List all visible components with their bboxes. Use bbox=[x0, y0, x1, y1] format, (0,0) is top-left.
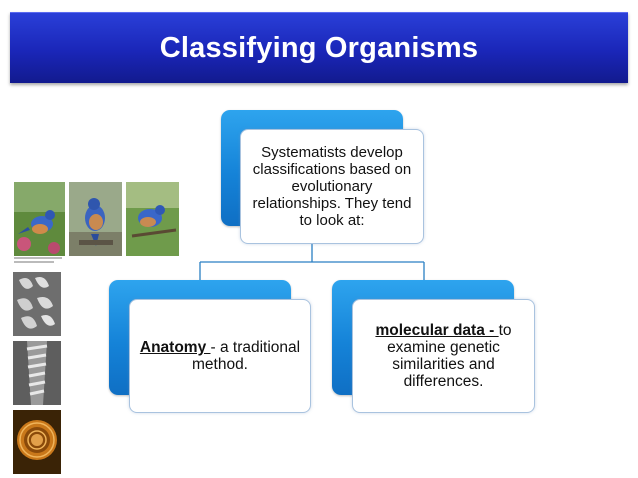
right-node-text: molecular data - to examine genetic simi… bbox=[361, 322, 526, 390]
left-node-text: Anatomy - a traditional method. bbox=[138, 339, 302, 373]
pollen-micrograph bbox=[13, 410, 61, 474]
anatomy-description: - a traditional method. bbox=[191, 339, 301, 373]
molecular-term: molecular data - bbox=[375, 322, 499, 339]
anatomy-term: Anatomy bbox=[139, 339, 211, 356]
bluebird-photo-3 bbox=[126, 182, 179, 256]
bluebird-photo-1 bbox=[14, 182, 65, 256]
right-node: molecular data - to examine genetic simi… bbox=[352, 299, 535, 413]
root-node-text: Systematists develop classifications bas… bbox=[252, 144, 412, 229]
left-node: Anatomy - a traditional method. bbox=[129, 299, 311, 413]
molecular-description: to examine genetic similarities and diff… bbox=[387, 322, 512, 390]
root-node: Systematists develop classifications bas… bbox=[240, 129, 424, 244]
bird-photo-caption bbox=[14, 257, 74, 263]
title-bar: Classifying Organisms bbox=[10, 12, 628, 83]
bluebird-photo-2 bbox=[69, 182, 122, 256]
scale-micrograph-1 bbox=[13, 272, 61, 336]
scale-micrograph-2 bbox=[13, 341, 61, 405]
slide-title: Classifying Organisms bbox=[159, 31, 479, 64]
